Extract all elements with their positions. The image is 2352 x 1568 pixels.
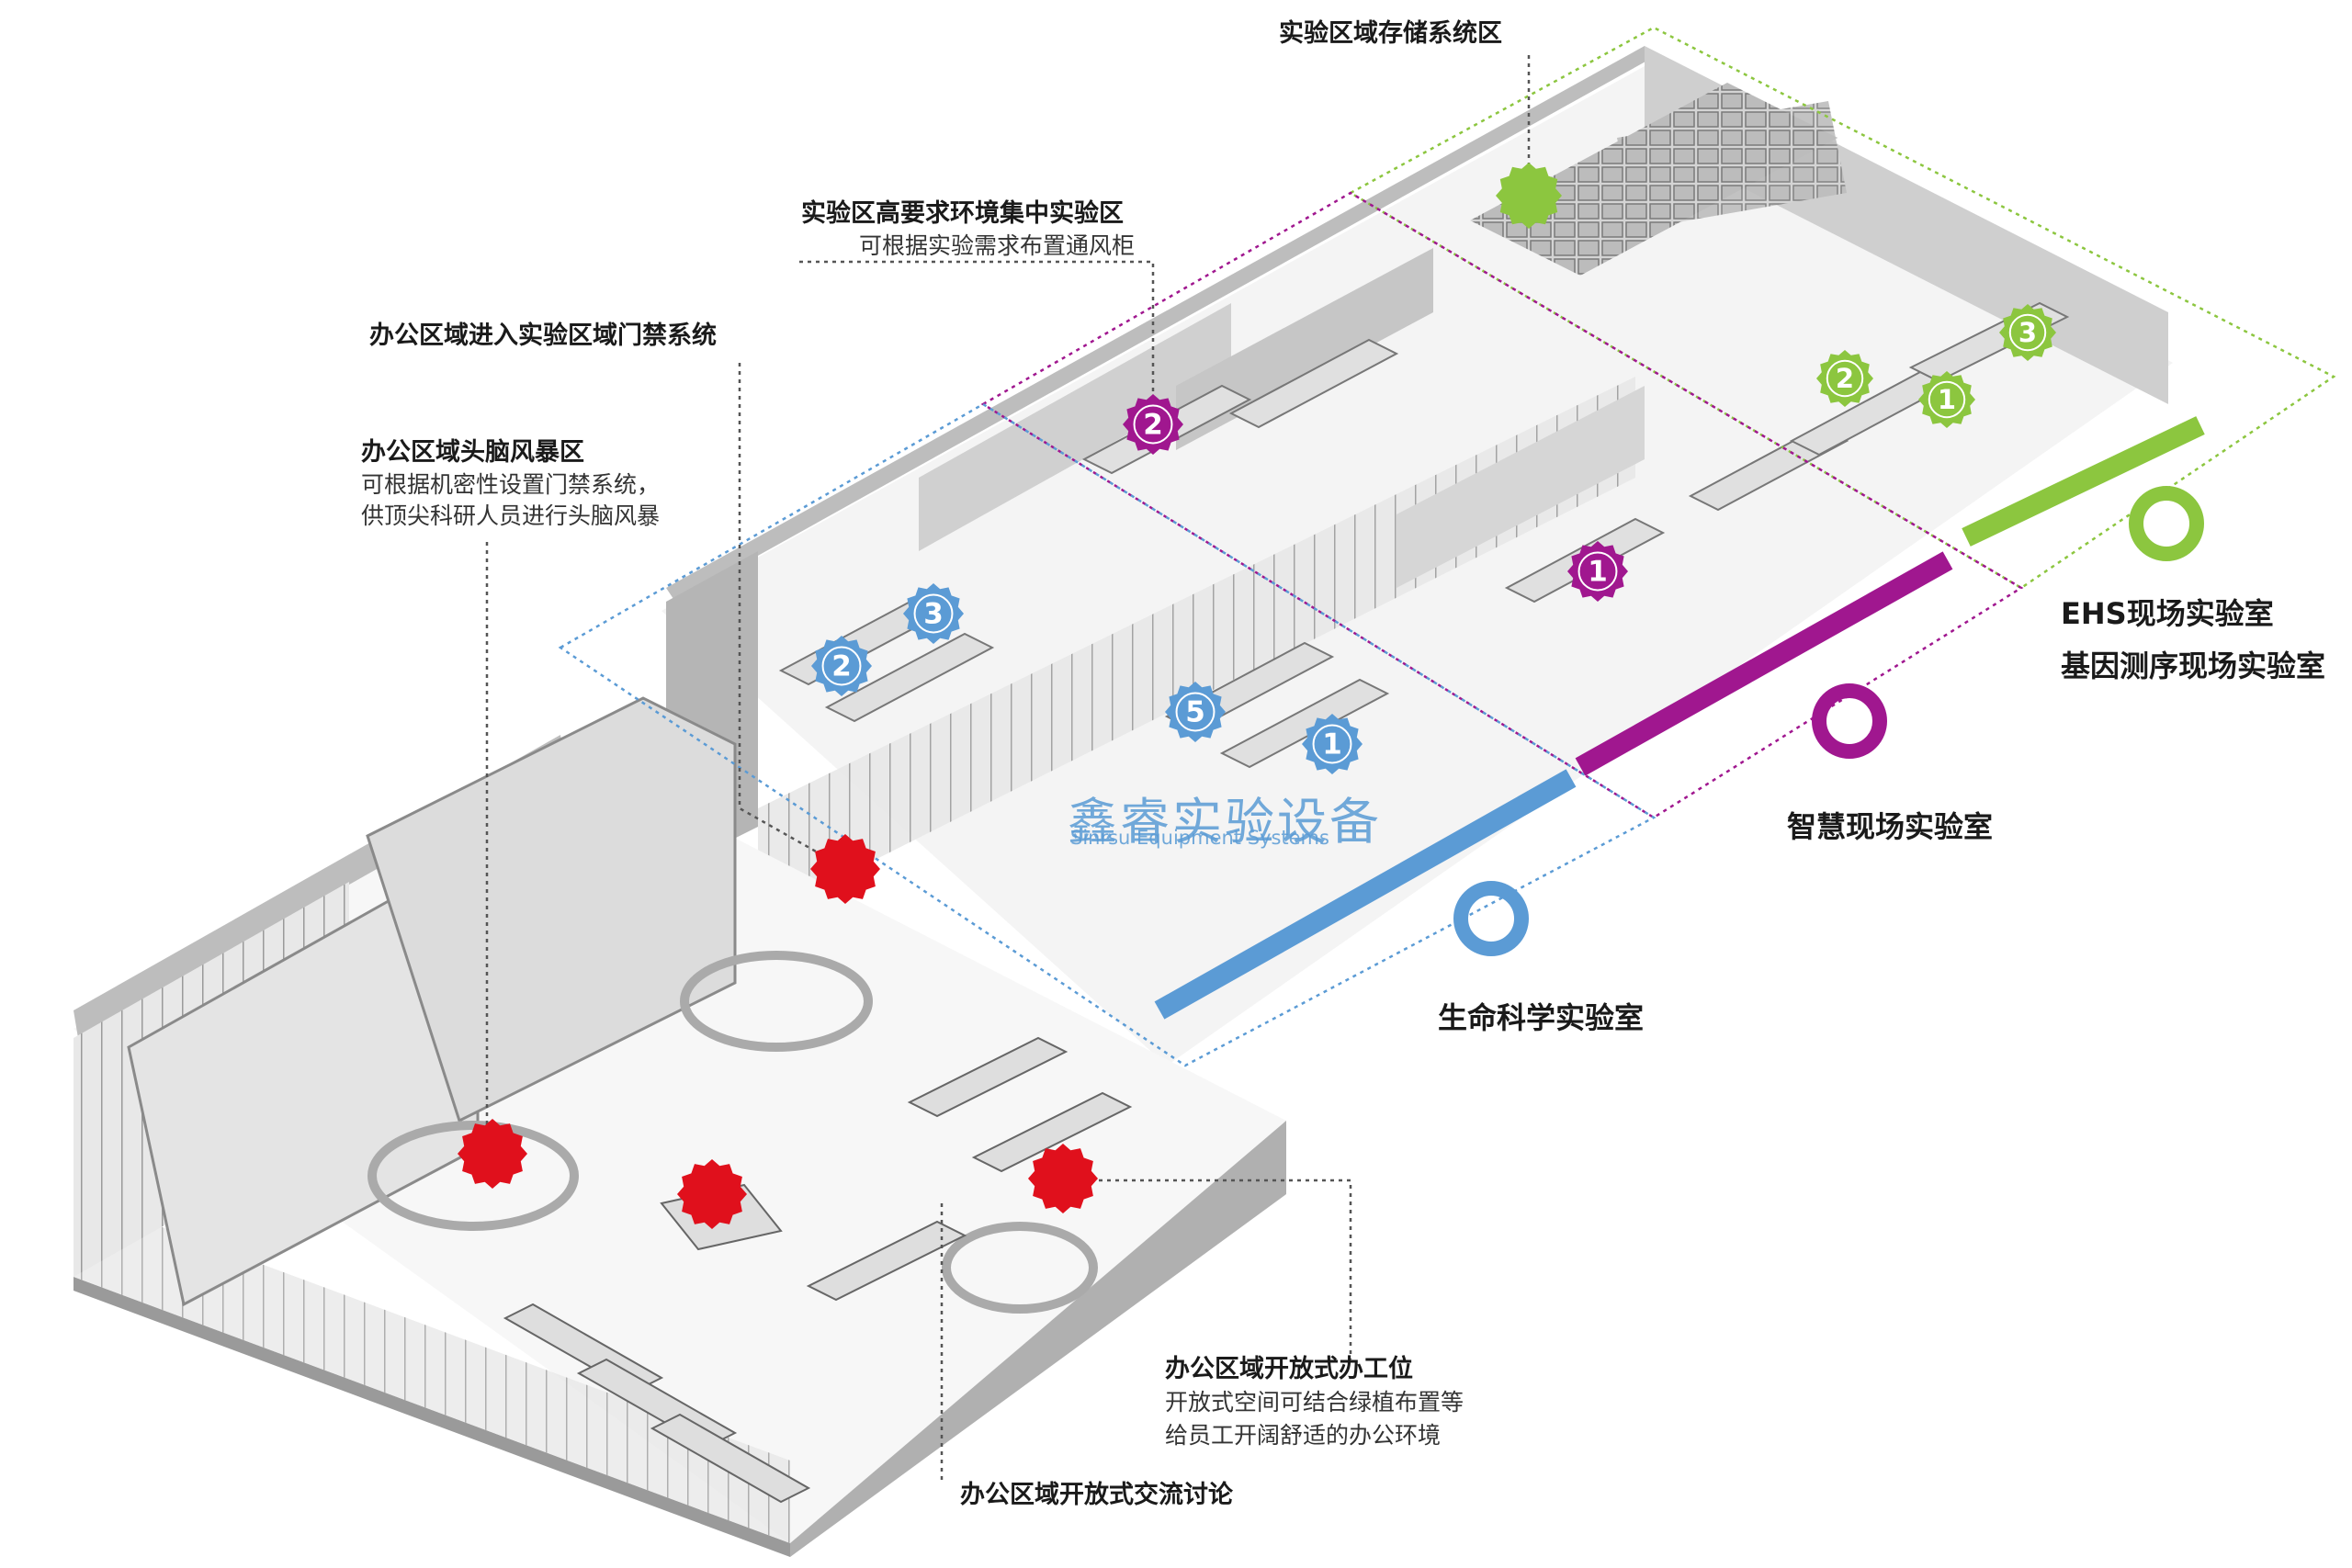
bar-purple — [1575, 551, 1953, 776]
blue-marker-1-number: 1 — [1322, 728, 1342, 761]
label-env-lab-title: 实验区高要求环境集中实验区 — [801, 199, 1124, 228]
ring-purple — [1812, 683, 1887, 759]
zone-outline-blue — [558, 402, 1657, 1067]
blue-marker-3-shape — [903, 583, 964, 644]
green-marker-2-number: 2 — [1836, 363, 1854, 394]
green-marker-1-ring — [1928, 380, 1966, 419]
red-marker-access — [810, 834, 880, 904]
purple-marker-1-number: 1 — [1588, 556, 1608, 589]
watermark-text: 鑫睿实验设备 — [1068, 793, 1382, 851]
purple-marker-1: 1 — [1567, 541, 1628, 602]
storage-shelving-2 — [1617, 101, 1847, 230]
label-brainstorm-sub1: 可根据机密性设置门禁系统， — [361, 471, 661, 498]
ring-blue — [1453, 881, 1529, 956]
green-marker-2-shape — [1816, 350, 1873, 407]
discussion-booth-1 — [368, 1121, 579, 1231]
lab-back-wall — [666, 46, 1654, 602]
label-env-lab-sub: 可根据实验需求布置通风柜 — [859, 232, 1136, 259]
purple-marker-2-shape — [1123, 394, 1183, 455]
ring-markers — [1453, 486, 2204, 956]
office-desks — [503, 1036, 1133, 1504]
ring-green — [2129, 486, 2204, 561]
leader-open-office — [1066, 1179, 1352, 1359]
blue-marker-1: 1 — [1302, 714, 1363, 774]
label-open-office-sub1: 开放式空间可结合绿植布置等 — [1165, 1389, 1464, 1416]
blue-marker-3: 3 — [903, 583, 964, 644]
office-front-wall — [74, 1277, 790, 1557]
label-open-office-title: 办公区域开放式办工位 — [1165, 1355, 1413, 1383]
office-right-wall — [790, 1121, 1286, 1557]
watermark-subtext: Sinrsu Equipment Systems — [1070, 827, 1329, 849]
green-marker-3-shape — [1999, 304, 2056, 361]
purple-marker-2: 2 — [1123, 394, 1183, 455]
purple-marker-2-number: 2 — [1143, 409, 1163, 442]
green-marker-2-ring — [1826, 359, 1864, 398]
lab-partition-3 — [1396, 386, 1645, 588]
green-marker-2: 2 — [1816, 350, 1873, 407]
label-ehs-lab: EHS现场实验室 — [2061, 596, 2274, 631]
label-open-office-sub2: 给员工开阔舒适的办公环境 — [1165, 1422, 1442, 1449]
label-gene-lab: 基因测序现场实验室 — [2061, 649, 2326, 683]
red-marker-open-office — [1028, 1144, 1098, 1213]
leader-lines — [485, 55, 1531, 1483]
lab-building — [662, 46, 2173, 1066]
blue-marker-3-number: 3 — [923, 598, 944, 631]
label-smart-lab: 智慧现场实验室 — [1787, 809, 1994, 844]
red-marker-brainstorm — [458, 1119, 527, 1189]
green-marker-1: 1 — [1918, 371, 1975, 428]
blue-marker-5-number: 5 — [1185, 696, 1205, 729]
label-life-science-lab: 生命科学实验室 — [1438, 1000, 1645, 1035]
green-storage-marker — [1496, 163, 1562, 229]
label-storage-system: 实验区域存储系统区 — [1279, 19, 1502, 48]
green-marker-1-shape — [1918, 371, 1975, 428]
blue-marker-3-ring — [913, 593, 954, 634]
blue-marker-2-number: 2 — [831, 650, 852, 683]
bar-green — [1962, 416, 2205, 547]
green-marker-1-number: 1 — [1938, 384, 1956, 415]
office-building — [74, 696, 1286, 1557]
zone-outlines — [558, 26, 2336, 1067]
discussion-booth-2 — [680, 951, 873, 1052]
label-brainstorm-title: 办公区域头脑风暴区 — [361, 438, 584, 467]
discussion-booth-3 — [942, 1222, 1098, 1314]
zone-outline-purple — [980, 191, 2024, 819]
blue-marker-2-shape — [811, 636, 872, 696]
green-marker-3-ring — [2008, 313, 2047, 352]
blue-marker-1-shape — [1302, 714, 1363, 774]
bar-blue — [1154, 769, 1577, 1020]
purple-marker-2-ring — [1133, 404, 1173, 445]
office-front-glass — [74, 1194, 790, 1543]
blue-marker-1-ring — [1312, 724, 1352, 764]
label-open-discussion: 办公区域开放式交流讨论 — [960, 1481, 1233, 1509]
purple-marker-1-shape — [1567, 541, 1628, 602]
office-utility-room — [366, 696, 737, 1123]
red-marker-discussion-shape — [677, 1159, 747, 1229]
red-marker-brainstorm-shape — [458, 1119, 527, 1189]
blue-marker-5-ring — [1175, 692, 1216, 732]
lab-benches — [778, 301, 2070, 769]
red-marker-open-office-shape — [1028, 1144, 1098, 1213]
blue-marker-2-ring — [821, 646, 862, 686]
label-access-control: 办公区域进入实验区域门禁系统 — [369, 321, 717, 350]
green-marker-3-number: 3 — [2018, 317, 2037, 348]
blue-marker-5-shape — [1165, 682, 1226, 742]
red-marker-discussion — [677, 1159, 747, 1229]
zone-marker-layer: 3 2 1 2 1 3 2 5 1 — [458, 163, 2056, 1229]
green-marker-3: 3 — [1999, 304, 2056, 361]
blue-marker-5: 5 — [1165, 682, 1226, 742]
red-marker-access-shape — [810, 834, 880, 904]
zone-bars — [1154, 416, 2205, 1020]
green-storage-marker-shape — [1496, 163, 1562, 229]
blue-marker-2: 2 — [811, 636, 872, 696]
label-brainstorm-sub2: 供顶尖科研人员进行头脑风暴 — [361, 502, 661, 529]
purple-marker-1-ring — [1577, 551, 1618, 592]
leader-env — [799, 260, 1155, 432]
